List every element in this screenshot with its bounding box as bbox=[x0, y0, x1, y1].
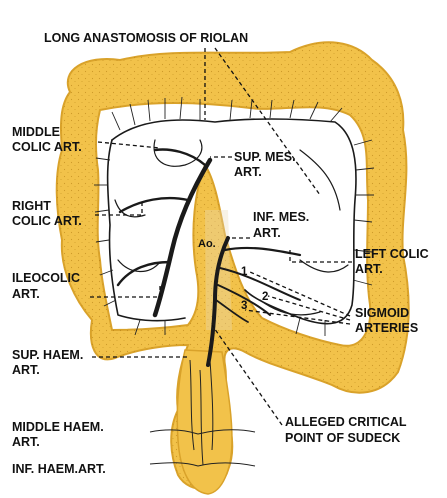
label-inf-mes-line2: ART. bbox=[253, 226, 281, 240]
colon-stipple bbox=[56, 42, 409, 489]
leader-ileocolic bbox=[90, 285, 161, 298]
leader-middle-colic bbox=[97, 141, 161, 149]
label-sup-haem-line1: SUP. HAEM. bbox=[12, 348, 83, 362]
vasa-recta bbox=[94, 96, 375, 336]
label-inf-mes-line1: INF. MES. bbox=[253, 210, 309, 224]
leader-sigmoid-3 bbox=[244, 309, 351, 325]
leader-lines bbox=[90, 47, 352, 426]
leader-sigmoid-1 bbox=[249, 271, 351, 317]
label-right-colic-line2: COLIC ART. bbox=[12, 214, 82, 228]
label-riolan: LONG ANASTOMOSIS OF RIOLAN bbox=[44, 31, 248, 45]
label-sigmoid-number-2: 2 bbox=[262, 291, 268, 303]
label-critical-line2: POINT OF SUDECK bbox=[285, 431, 400, 445]
label-right-colic-line1: RIGHT bbox=[12, 199, 51, 213]
rectum bbox=[176, 349, 233, 495]
marginal-arcade bbox=[106, 118, 357, 325]
leader-sigmoid-2 bbox=[267, 295, 351, 321]
label-middle-colic-line2: COLIC ART. bbox=[12, 140, 82, 154]
superior-mesenteric-artery bbox=[116, 148, 213, 318]
label-sigmoid-line2: ARTERIES bbox=[355, 321, 418, 335]
label-middle-haem-line1: MIDDLE HAEM. bbox=[12, 420, 104, 434]
labels: LONG ANASTOMOSIS OF RIOLAN MIDDLE COLIC … bbox=[12, 31, 429, 476]
label-sigmoid-number-1: 1 bbox=[241, 266, 248, 278]
label-sigmoid-number-3: 3 bbox=[241, 300, 247, 312]
label-ileocolic-line1: ILEOCOLIC bbox=[12, 271, 80, 285]
label-sup-mes-line1: SUP. MES. bbox=[234, 150, 296, 164]
leader-critical bbox=[211, 324, 283, 426]
label-left-colic-line1: LEFT COLIC bbox=[355, 247, 429, 261]
label-middle-haem-line2: ART. bbox=[12, 435, 40, 449]
leader-riolan-2 bbox=[214, 47, 321, 196]
label-sup-haem-line2: ART. bbox=[12, 363, 40, 377]
aorta-and-inferior-mesenteric bbox=[205, 210, 302, 367]
haemorrhoidal-vessels bbox=[149, 359, 256, 467]
leader-right-colic bbox=[95, 200, 143, 216]
label-aorta: Ao. bbox=[198, 238, 216, 250]
label-left-colic-line2: ART. bbox=[355, 262, 383, 276]
label-sup-mes-line2: ART. bbox=[234, 165, 262, 179]
label-ileocolic-line2: ART. bbox=[12, 287, 40, 301]
label-inf-haem: INF. HAEM.ART. bbox=[12, 462, 106, 476]
label-sigmoid-line1: SIGMOID bbox=[355, 306, 409, 320]
label-critical-line1: ALLEGED CRITICAL bbox=[285, 415, 407, 429]
label-middle-colic-line1: MIDDLE bbox=[12, 125, 60, 139]
leader-left-colic bbox=[289, 248, 352, 263]
